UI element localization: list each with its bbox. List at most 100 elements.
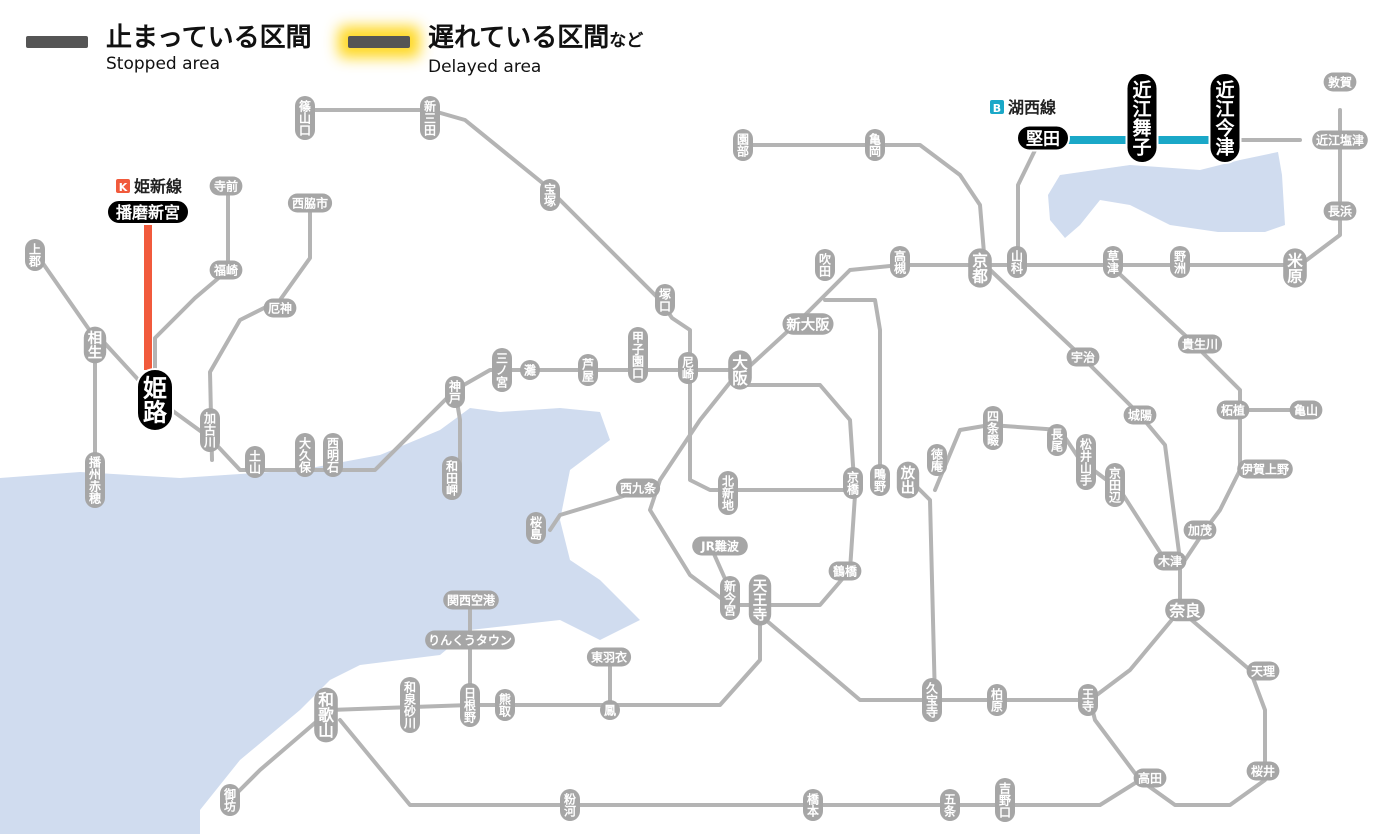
track-segment-4 <box>153 183 230 374</box>
station-kizu: 木津 <box>1153 551 1187 571</box>
station-label-takada: 高田 <box>1138 771 1162 786</box>
station-char-maibara-1: 原 <box>1287 267 1303 285</box>
station-nara: 奈良 <box>1165 598 1205 622</box>
station-char-tennoji-0: 天 <box>753 578 768 595</box>
station-pill-nishiwakishi <box>287 193 333 213</box>
legend-delayed-jp-main: 遅れている区間 <box>428 23 610 53</box>
station-char-sasayamaguchi-1: 山 <box>299 110 311 125</box>
track-segment-3 <box>208 198 312 462</box>
station-label-nara: 奈良 <box>1168 601 1201 620</box>
station-teramae: 寺前 <box>209 176 243 196</box>
station-char-kashiwara-0: 柏 <box>991 686 1003 701</box>
station-pill-kyoto <box>968 248 992 288</box>
station-char-kashiwara-1: 原 <box>991 699 1003 713</box>
station-pill-takatsuki <box>890 246 910 278</box>
station-pill-amagasaki <box>678 352 698 384</box>
station-takarazuka: 宝塚 <box>540 179 560 211</box>
legend-delayed-en: Delayed area <box>428 57 542 77</box>
station-wakayama: 和歌山 <box>314 687 338 743</box>
station-uji: 宇治 <box>1066 347 1100 367</box>
station-tokuan: 徳庵 <box>927 444 947 476</box>
station-sonobe: 園部 <box>733 129 753 161</box>
line-badge-name-kosei: 湖西線 <box>1008 98 1056 117</box>
station-affected-char-omimaiko-3: 子 <box>1132 136 1151 158</box>
station-shigino: 鴫野 <box>870 464 890 496</box>
station-pill-kusatsu <box>1103 246 1123 278</box>
station-char-shijonawate-2: 畷 <box>987 433 999 447</box>
station-char-kyuhoji-1: 宝 <box>926 692 938 707</box>
station-char-kumatori-0: 熊 <box>499 691 511 706</box>
station-char-sonobe-0: 園 <box>737 132 749 146</box>
station-label-tenri: 天理 <box>1251 665 1275 679</box>
line-badge-kosei: B 湖西線 <box>984 95 1064 119</box>
station-pill-kitashinchi <box>718 471 738 515</box>
station-jrnamba: JR難波 <box>692 536 748 556</box>
station-higashihagoromo: 東羽衣 <box>586 647 632 667</box>
station-char-izumisunagawa-1: 泉 <box>404 691 417 706</box>
station-pill-igaueno <box>1237 459 1293 479</box>
station-joyo: 城陽 <box>1123 405 1157 425</box>
station-char-kyobashi-0: 京 <box>847 469 859 484</box>
station-nishiakashi: 西明石 <box>323 433 343 477</box>
station-pill-teramae <box>209 176 243 196</box>
station-label-sakurai: 桜井 <box>1251 764 1275 779</box>
station-char-kyoto-0: 京 <box>972 251 988 270</box>
station-char-ashiya-0: 芦 <box>582 356 594 371</box>
station-hashimoto: 橋本 <box>803 789 823 821</box>
station-label-higashihagoromo: 東羽衣 <box>591 650 627 665</box>
station-pill-ashiya <box>578 354 598 386</box>
station-char-nishiakashi-1: 明 <box>327 448 339 462</box>
station-pill-shinosaka <box>782 313 834 335</box>
station-char-shijonawate-1: 条 <box>986 420 1000 435</box>
station-char-tennoji-1: 王 <box>753 592 767 609</box>
station-pill-hineno <box>460 683 480 727</box>
station-char-amagasaki-1: 崎 <box>682 366 694 381</box>
station-affected-pill-himeji <box>136 368 174 432</box>
station-takatsuki: 高槻 <box>890 246 910 278</box>
station-nishikujo: 西九条 <box>615 478 661 498</box>
station-char-hineno-0: 日 <box>464 686 476 700</box>
station-char-shinsanda-1: 三 <box>424 111 436 125</box>
station-affected-char-omiimazu-2: 今 <box>1214 116 1234 139</box>
station-tennoji: 天王寺 <box>748 574 772 626</box>
station-char-wadamisaki-2: 岬 <box>446 483 458 497</box>
station-pill-kyobashi <box>843 467 863 499</box>
station-char-aioi-1: 生 <box>88 343 102 361</box>
station-nagao: 長尾 <box>1047 424 1067 456</box>
station-label-shinosaka: 新大阪 <box>786 315 830 333</box>
legend-stopped-jp: 止まっている区間 <box>106 23 312 53</box>
station-pill-sasayamaguchi <box>295 96 315 140</box>
station-affected-harimashingu: 播磨新宮 <box>106 199 190 225</box>
station-char-kusatsu-1: 津 <box>1107 260 1119 275</box>
station-label-kansaiairport: 関西空港 <box>447 593 496 608</box>
station-gobo: 御坊 <box>220 784 240 816</box>
legend-delayed-jp: 遅れている区間など <box>428 22 643 57</box>
track-segment-9 <box>1016 138 1042 267</box>
station-nagahama: 長浜 <box>1323 201 1357 221</box>
station-char-sasayamaguchi-2: 口 <box>299 123 311 137</box>
station-char-wakayama-2: 山 <box>318 722 334 740</box>
station-pill-ohtori <box>600 700 620 720</box>
station-char-suita-1: 田 <box>819 264 831 278</box>
station-char-takarazuka-0: 宝 <box>544 181 556 196</box>
station-char-hineno-1: 根 <box>464 697 476 712</box>
station-char-matsuiyamate-0: 松 <box>1080 436 1092 451</box>
station-char-kyuhoji-0: 久 <box>926 680 939 695</box>
station-char-gojo-1: 条 <box>943 803 957 818</box>
station-sakurai: 桜井 <box>1246 761 1280 781</box>
station-kansaiairport: 関西空港 <box>443 590 499 610</box>
station-char-nagao-1: 尾 <box>1051 439 1063 453</box>
station-pill-tsuchiyama <box>245 446 265 478</box>
line-badge-letter-kosei: B <box>993 102 1001 115</box>
station-char-kyotanabe-2: 辺 <box>1109 490 1121 504</box>
station-label-kameyama: 亀山 <box>1294 403 1318 418</box>
station-affected-label-harimashingu: 播磨新宮 <box>116 203 180 222</box>
station-kyuhoji: 久宝寺 <box>922 678 942 722</box>
station-char-hashimoto-0: 橋 <box>807 791 820 806</box>
station-char-oji-0: 王 <box>1082 687 1094 701</box>
station-char-sakurajima-1: 島 <box>530 526 542 541</box>
station-char-amagasaki-0: 尼 <box>682 355 694 369</box>
